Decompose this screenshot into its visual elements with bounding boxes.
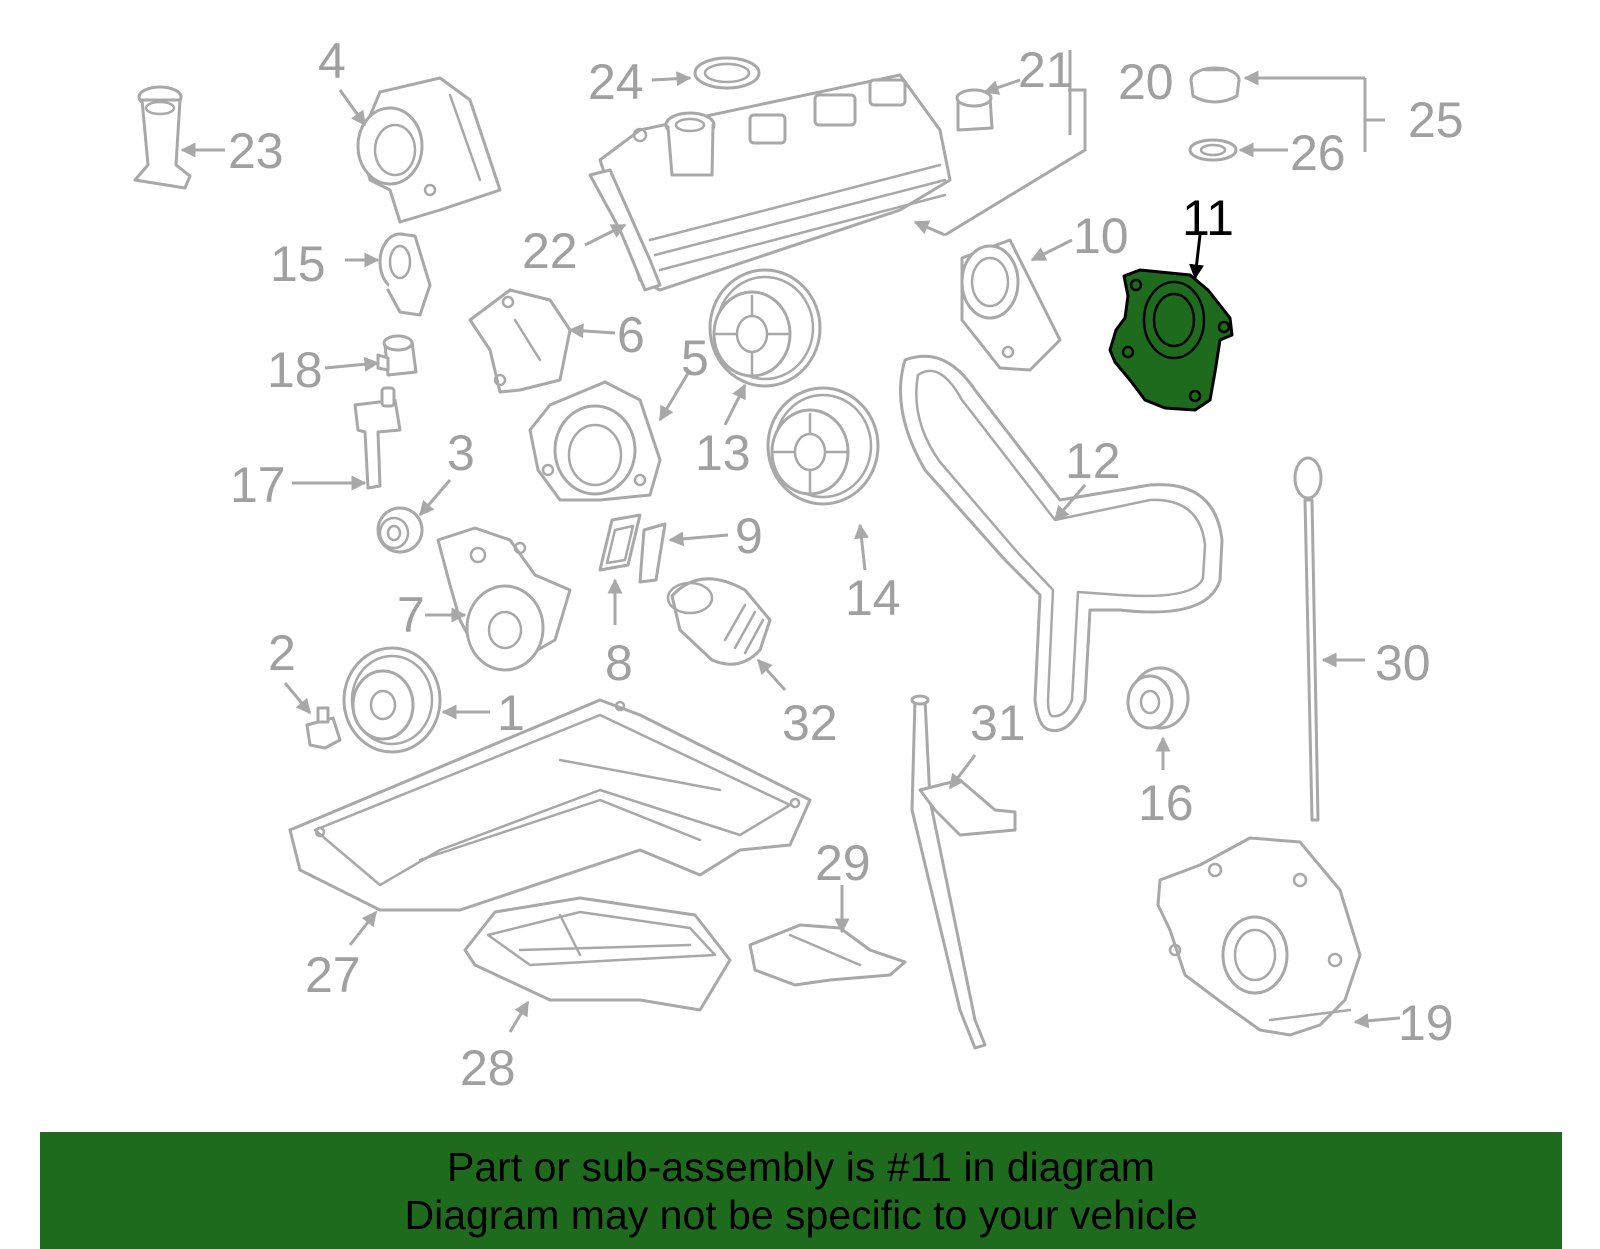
part-24-gasket[interactable] [693, 56, 761, 90]
part-9-pad[interactable] [638, 522, 667, 584]
banner-line-part: Part or sub-assembly is #11 in diagram [447, 1143, 1155, 1190]
part-31-dipstick-tube[interactable] [910, 694, 1017, 1050]
callout-21: 21 [1018, 42, 1074, 98]
callout-9: 9 [735, 508, 763, 564]
callout-31: 31 [970, 695, 1026, 751]
part-25-filler-cap[interactable] [1189, 66, 1241, 104]
part-11-highlighted[interactable] [1108, 268, 1234, 412]
part-18-sensor[interactable] [376, 334, 418, 377]
callout-7: 7 [397, 587, 425, 643]
callout-19: 19 [1398, 995, 1454, 1051]
callout-28: 28 [460, 1040, 516, 1096]
callout-30: 30 [1375, 635, 1431, 691]
callout-25: 25 [1408, 92, 1464, 148]
banner-line-disclaimer: Diagram may not be specific to your vehi… [404, 1191, 1198, 1238]
callout-8: 8 [605, 635, 633, 691]
part-5-housing[interactable] [528, 380, 662, 502]
part-26-gasket[interactable] [1188, 138, 1238, 162]
callout-12: 12 [1065, 433, 1121, 489]
part-3-idler-pulley[interactable] [376, 506, 424, 554]
callout-5: 5 [681, 330, 709, 386]
info-banner: Part or sub-assembly is #11 in diagram D… [40, 1132, 1562, 1249]
callout-22: 22 [522, 223, 578, 279]
part-32-oil-filter[interactable] [666, 577, 772, 666]
part-28-oil-pan-lower[interactable] [463, 896, 732, 1012]
part-17-sensor[interactable] [353, 386, 402, 490]
part-15-bushing[interactable] [378, 232, 432, 317]
parts-diagram: 4 23 24 21 20 25 26 22 10 11 15 6 18 5 1… [133, 33, 1464, 1096]
part-21-cap[interactable] [955, 88, 994, 132]
callout-1: 1 [497, 685, 525, 741]
part-30-dipstick[interactable] [1293, 456, 1323, 822]
part-2-bolt[interactable] [305, 706, 342, 750]
callout-27: 27 [305, 947, 361, 1003]
callout-14: 14 [845, 570, 901, 626]
callout-6: 6 [617, 307, 645, 363]
part-13-sprocket[interactable] [708, 268, 822, 388]
callout-numbers: 4 23 24 21 20 25 26 22 10 11 15 6 18 5 1… [228, 33, 1464, 1096]
callout-17: 17 [230, 457, 286, 513]
part-23-oil-filler-tube[interactable] [133, 85, 192, 190]
part-16-idler[interactable] [1126, 666, 1190, 730]
part-29-baffle[interactable] [748, 923, 907, 987]
callout-2: 2 [268, 625, 296, 681]
leader-lines [180, 50, 1401, 1033]
part-4-cover[interactable] [356, 76, 502, 224]
part-1-crank-pulley[interactable] [342, 646, 442, 754]
callout-20: 20 [1118, 54, 1174, 110]
callout-11-active: 11 [1182, 190, 1234, 246]
part-27-oil-pan-upper[interactable] [288, 698, 812, 912]
callout-16: 16 [1138, 775, 1194, 831]
part-22-valve-cover[interactable] [588, 73, 952, 292]
part-10-seal-housing[interactable] [960, 238, 1062, 372]
callout-32: 32 [782, 695, 838, 751]
callout-24: 24 [588, 54, 644, 110]
callout-10: 10 [1073, 208, 1129, 264]
callout-23: 23 [228, 123, 284, 179]
callout-15: 15 [270, 236, 326, 292]
callout-4: 4 [318, 33, 346, 89]
callout-18: 18 [267, 342, 323, 398]
callout-13: 13 [695, 425, 751, 481]
callout-29: 29 [815, 835, 871, 891]
part-8-pad[interactable] [598, 513, 642, 572]
callout-26: 26 [1290, 125, 1346, 181]
part-14-sprocket[interactable] [766, 386, 880, 506]
part-6-bracket[interactable] [468, 288, 572, 394]
part-7-tensioner[interactable] [436, 526, 572, 672]
part-19-oil-pump[interactable] [1156, 836, 1362, 1037]
part-12-timing-belt[interactable] [899, 354, 1224, 733]
callout-3: 3 [447, 425, 475, 481]
